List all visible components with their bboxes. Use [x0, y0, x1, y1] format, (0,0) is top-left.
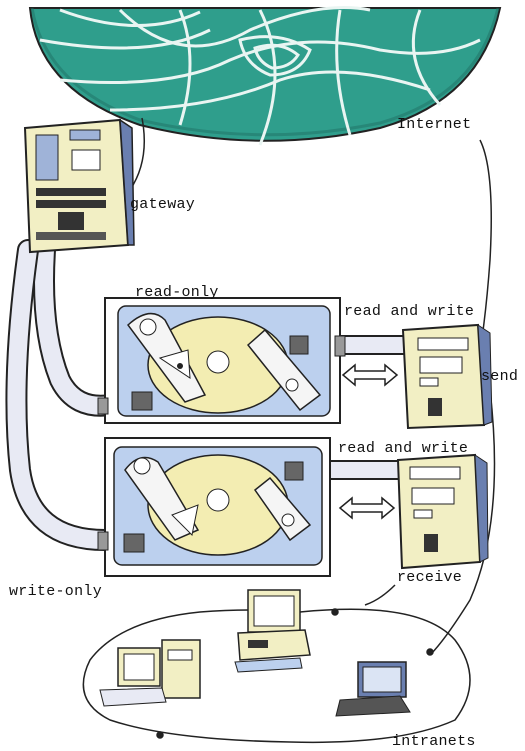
- computer-icon: [234, 589, 311, 673]
- label-gateway: gateway: [130, 196, 196, 213]
- label-write-only: write-only: [9, 583, 103, 600]
- label-internet: Internet: [397, 116, 472, 133]
- hard-disk-icon: [97, 437, 331, 577]
- receive-server-icon: [396, 453, 489, 570]
- gateway-server-icon: [23, 118, 135, 254]
- hard-disk-icon: [97, 297, 346, 424]
- label-read-only: read-only: [135, 284, 219, 301]
- double-arrow-icon: [341, 363, 399, 387]
- laptop-icon: [335, 661, 411, 717]
- pipe-read-only: [33, 239, 121, 417]
- label-read-and-write-top: read and write: [344, 303, 475, 320]
- label-intranets: intranets: [392, 733, 476, 750]
- send-server-icon: [401, 323, 493, 430]
- label-send: send: [481, 368, 519, 385]
- label-receive: receive: [397, 569, 463, 586]
- double-arrow-icon: [338, 496, 396, 520]
- globe-icon: [28, 6, 502, 146]
- label-read-and-write-bottom: read and write: [338, 440, 469, 457]
- computer-icon: [99, 639, 201, 707]
- pipe-write-only: [5, 239, 116, 551]
